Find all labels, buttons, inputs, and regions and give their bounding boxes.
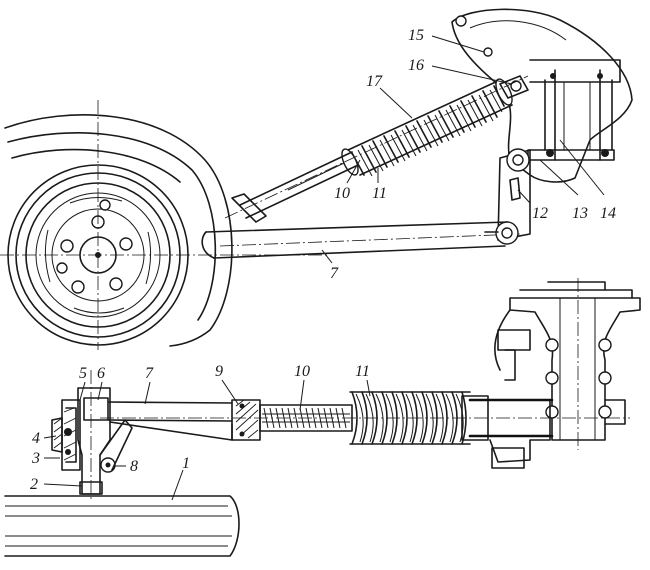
callout-3: 3: [31, 450, 40, 467]
callout-12: 12: [532, 205, 548, 222]
callout-16: 16: [408, 57, 424, 74]
damper-rod-top: [231, 75, 529, 223]
callout-15: 15: [408, 27, 424, 44]
callout-11-bottom: 11: [355, 363, 370, 380]
link-12: [484, 148, 531, 245]
lower-arm-bottom: [107, 399, 261, 441]
frame-mount: [468, 278, 641, 469]
leader-lines: [43, 35, 605, 501]
callout-7-bottom: 7: [145, 365, 154, 382]
callout-17: 17: [366, 73, 383, 90]
callout-10-top: 10: [334, 185, 350, 202]
callout-labels: 15 16 17 10 11 12 13 14 7 5 6 7 9 10 11 …: [30, 27, 616, 493]
coil-spring-top: [341, 78, 513, 177]
callout-1: 1: [182, 455, 190, 472]
frame-bracket: [451, 8, 633, 183]
callout-7-top: 7: [330, 265, 339, 282]
hub-assembly: [51, 387, 133, 495]
callout-6: 6: [97, 365, 105, 382]
callout-13: 13: [572, 205, 588, 222]
callout-8: 8: [130, 458, 138, 475]
callout-14: 14: [600, 205, 616, 222]
callout-11-top: 11: [372, 185, 387, 202]
wheel-lug-nuts: [56, 199, 133, 294]
wheel-rim-slots: [44, 197, 152, 314]
callout-2: 2: [30, 476, 38, 493]
callout-9: 9: [215, 363, 223, 380]
callout-5: 5: [79, 365, 87, 382]
callout-4: 4: [32, 430, 40, 447]
tire-section: [4, 495, 240, 557]
wheel-tire: [4, 114, 233, 347]
callout-10-bottom: 10: [294, 363, 310, 380]
lower-arm-top: [201, 221, 521, 259]
